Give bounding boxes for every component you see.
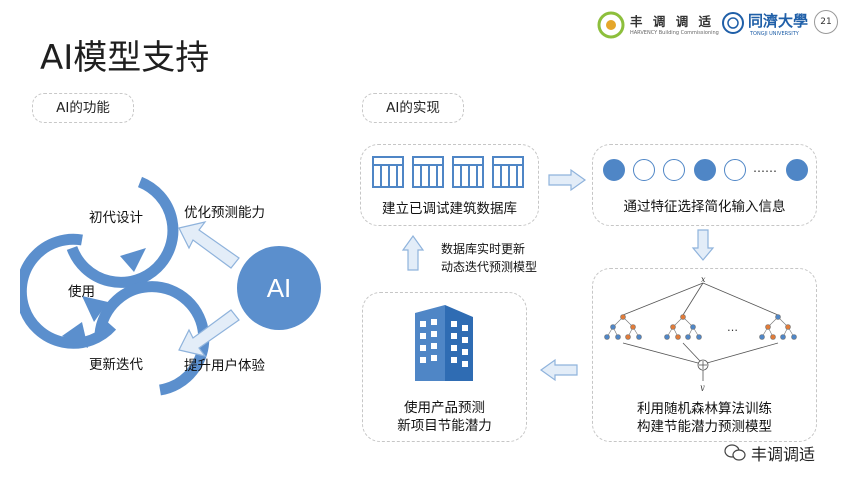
cycle-item-initial-design: 初代设计 bbox=[89, 210, 143, 226]
database-box: 建立已调试建筑数据库 bbox=[360, 144, 539, 226]
update-annotation-line2: 动态迭代预测模型 bbox=[441, 260, 538, 274]
update-annotation-line1: 数据库实时更新 bbox=[441, 242, 526, 256]
ai-arrow-to-design bbox=[178, 221, 240, 269]
harvency-logo: 丰 调 调 适 HARVENCY Building Commissioning bbox=[597, 8, 719, 42]
page-number: 21 bbox=[814, 10, 838, 34]
cycle-diagram bbox=[20, 176, 210, 396]
cycle-arrowhead-3 bbox=[62, 322, 88, 348]
cycle-arrowhead-2 bbox=[82, 296, 108, 322]
page-title: AI模型支持 bbox=[40, 38, 210, 78]
prediction-usage-label-line2: 新项目节能潜力 bbox=[397, 418, 492, 434]
tongji-emblem-icon bbox=[722, 12, 744, 34]
building-icon-1 bbox=[372, 156, 404, 188]
feature-dot-6 bbox=[786, 159, 808, 181]
section-label-ai-implementation: AI的实现 bbox=[362, 93, 464, 123]
random-forest-label-line1: 利用随机森林算法训练 bbox=[637, 401, 772, 417]
wechat-watermark: 丰调调适 bbox=[724, 440, 854, 466]
cycle-arrow-bottom bbox=[94, 281, 210, 396]
arrow-right-1 bbox=[548, 168, 587, 192]
feature-selection-label: 通过特征选择简化输入信息 bbox=[623, 199, 786, 215]
building-icon-3 bbox=[452, 156, 484, 188]
tree-ellipsis: … bbox=[727, 321, 738, 334]
cycle-item-use: 使用 bbox=[68, 284, 95, 300]
arrow-left-1 bbox=[539, 358, 578, 382]
tree-output-label: y bbox=[699, 383, 705, 391]
tree-input-label: x bbox=[701, 275, 706, 284]
random-forest-diagram: x … bbox=[604, 275, 797, 391]
random-forest-label-line2: 构建节能潜力预测模型 bbox=[637, 419, 772, 435]
harvency-brand-text: 丰 调 调 适 bbox=[630, 14, 715, 29]
cycle-arrow-top bbox=[66, 176, 179, 288]
feature-dot-4 bbox=[694, 159, 716, 181]
optimize-prediction-label: 优化预测能力 bbox=[184, 205, 265, 221]
decision-tree-2 bbox=[664, 314, 702, 340]
prediction-usage-box: 使用产品预测 新项目节能潜力 bbox=[362, 292, 527, 442]
feature-dot-3 bbox=[663, 159, 685, 181]
building-icons bbox=[372, 156, 524, 188]
tongji-brand-text: 同濟大學 bbox=[748, 12, 809, 30]
cycle-item-update-iteration: 更新迭代 bbox=[89, 357, 143, 373]
feature-dot-5 bbox=[724, 159, 746, 181]
prediction-usage-label-line1: 使用产品预测 bbox=[404, 400, 485, 416]
feature-dots: …… bbox=[603, 159, 808, 183]
aggregation-node bbox=[697, 359, 709, 371]
wechat-icon bbox=[724, 444, 746, 461]
tongji-brand-subtitle: TONGJI UNIVERSITY bbox=[750, 31, 799, 37]
decision-tree-1 bbox=[604, 314, 642, 340]
cycle-arrowhead-1 bbox=[120, 248, 146, 272]
building-icon-2 bbox=[412, 156, 444, 188]
harvency-brand-subtitle: HARVENCY Building Commissioning bbox=[630, 30, 719, 36]
ai-node: AI bbox=[237, 246, 321, 330]
office-building-icon bbox=[415, 305, 473, 381]
decision-tree-3 bbox=[759, 314, 797, 340]
database-box-label: 建立已调试建筑数据库 bbox=[382, 201, 517, 217]
random-forest-box: x … bbox=[592, 268, 817, 442]
ai-arrow-to-update bbox=[178, 309, 240, 357]
tongji-logo: 同濟大學 TONGJI UNIVERSITY bbox=[722, 8, 812, 42]
section-label-ai-function: AI的功能 bbox=[32, 93, 134, 123]
feature-dot-1 bbox=[603, 159, 625, 181]
feature-dot-2 bbox=[633, 159, 655, 181]
harvency-logo-icon bbox=[597, 11, 625, 39]
arrow-up-1 bbox=[401, 234, 425, 271]
feature-selection-box: …… 通过特征选择简化输入信息 bbox=[592, 144, 817, 226]
arrow-down-1 bbox=[691, 229, 715, 261]
building-icon-4 bbox=[492, 156, 524, 188]
watermark-text: 丰调调适 bbox=[751, 445, 816, 464]
feature-ellipsis: …… bbox=[753, 161, 777, 175]
improve-experience-label: 提升用户体验 bbox=[184, 358, 265, 374]
